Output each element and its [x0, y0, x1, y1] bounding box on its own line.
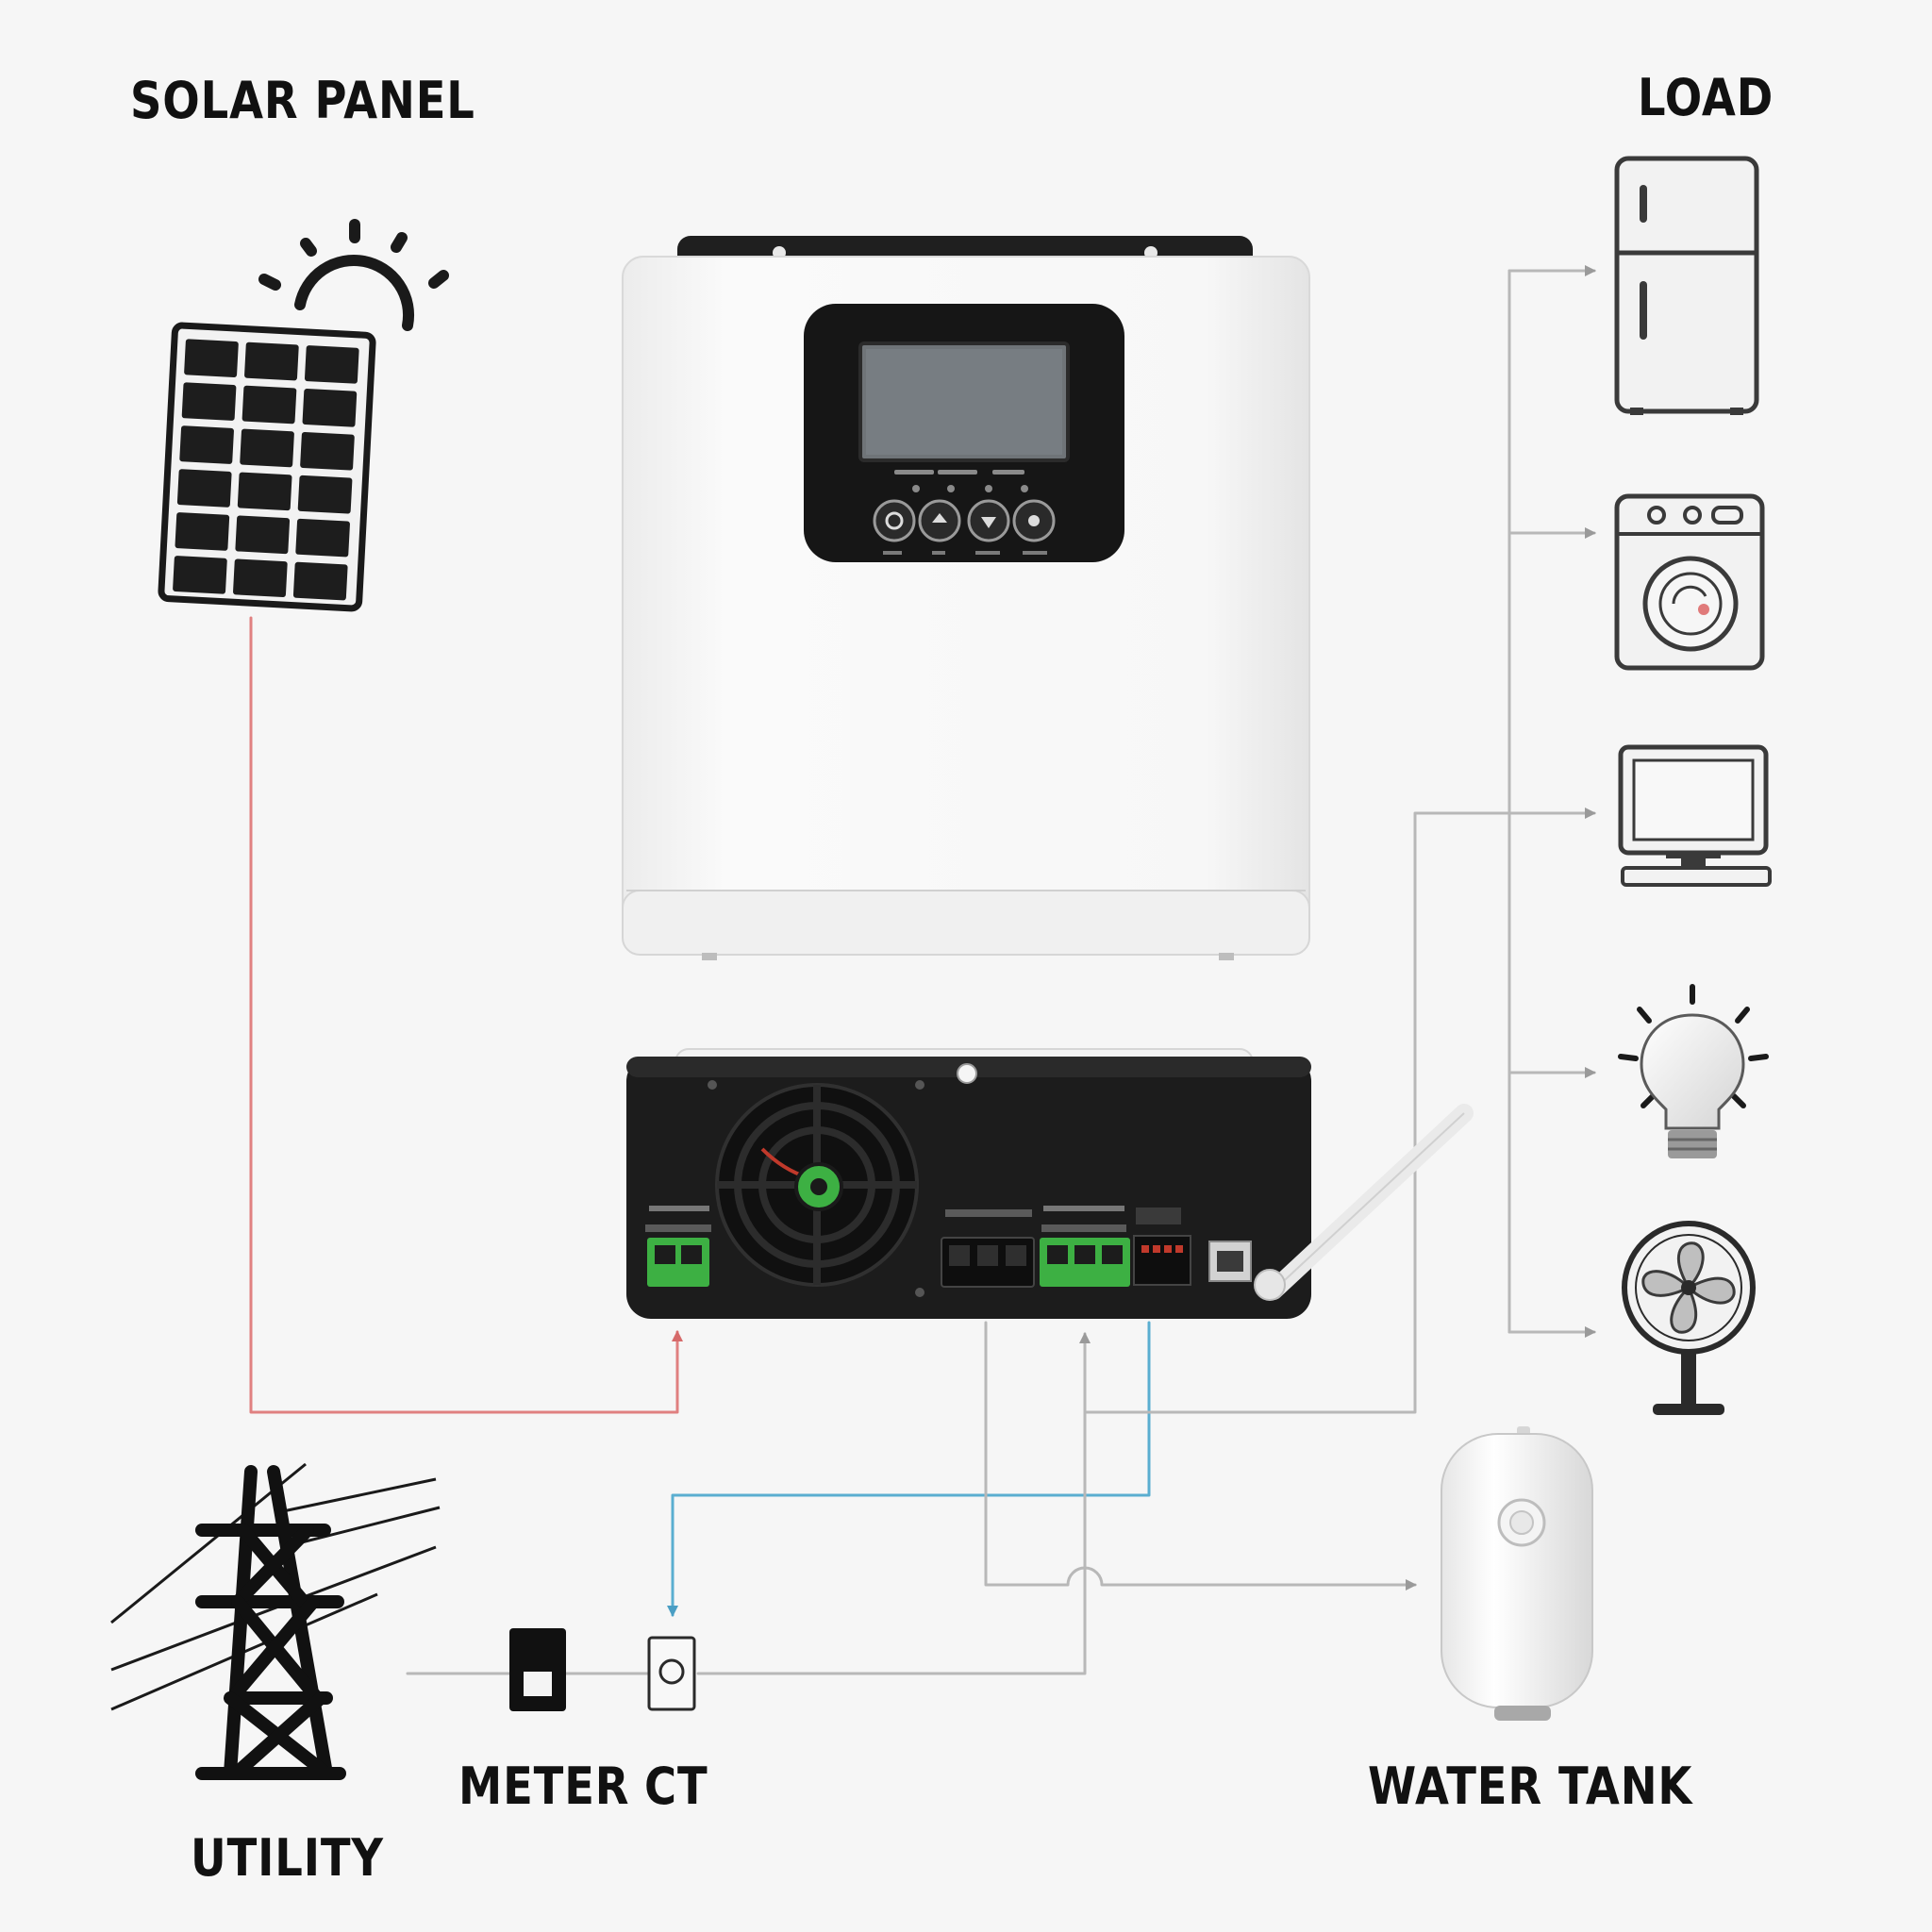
- solar-cell: [175, 512, 230, 551]
- solar-cell: [176, 469, 232, 508]
- solar-cell: [233, 558, 288, 598]
- inverter-unit: [622, 236, 1310, 960]
- power-button[interactable]: [873, 499, 916, 542]
- solar-cell: [300, 431, 355, 471]
- rj45-port: [1208, 1241, 1252, 1282]
- control-buttons: [873, 499, 1056, 542]
- computer-wire: [1083, 808, 1596, 1414]
- solar-cell: [240, 428, 294, 468]
- cooling-fan-icon: [715, 1083, 919, 1287]
- meter-label: METER: [458, 1757, 630, 1816]
- computer-monitor-icon: [1618, 744, 1772, 887]
- pv-wire: [249, 616, 683, 1414]
- ac-output-terminal: [1040, 1206, 1130, 1287]
- electric-meter-icon: [509, 1628, 566, 1711]
- solar-cell: [179, 425, 234, 464]
- solar-cell: [173, 556, 227, 594]
- solar-cell: [184, 339, 239, 377]
- water-tank-label: WATER TANK: [1368, 1757, 1693, 1816]
- power-tower-icon: [110, 1462, 441, 1780]
- wires: [249, 265, 1596, 1675]
- current-transformer-icon: [647, 1636, 696, 1711]
- light-bulb-icon: [1618, 984, 1769, 1158]
- utility-line: [406, 1334, 1085, 1675]
- solar-cell: [295, 518, 350, 558]
- solar-cells: [173, 339, 359, 601]
- ct-signal-wire: [667, 1321, 1151, 1617]
- solar-cell: [244, 341, 299, 381]
- sun-icon: [258, 219, 449, 331]
- solar-cell: [242, 385, 297, 425]
- solar-cell: [181, 382, 237, 421]
- wifi-antenna-icon: [1254, 1104, 1474, 1301]
- water-tank-wire: [984, 1321, 1417, 1591]
- utility-label: UTILITY: [191, 1828, 384, 1888]
- solar-cell: [237, 472, 292, 511]
- washing-machine-icon: [1614, 493, 1765, 671]
- solar-cell: [302, 389, 358, 427]
- solar-cell: [292, 561, 348, 601]
- refrigerator-icon: [1614, 156, 1759, 415]
- solar-panel-icon: [158, 322, 376, 612]
- pv-input-terminal: [645, 1206, 711, 1287]
- indicator-leds: [894, 470, 1028, 492]
- dry-contact-port: [1133, 1208, 1191, 1286]
- connection-panel: [626, 1048, 1474, 1319]
- solar-cell: [235, 515, 291, 555]
- solar-cell: [297, 475, 353, 514]
- ct-label: CT: [644, 1757, 708, 1816]
- ac-breaker-block: [941, 1209, 1035, 1288]
- solar-panel-label: SOLAR PANEL: [130, 71, 475, 130]
- electric-fan-icon: [1622, 1221, 1756, 1415]
- solar-cell: [304, 345, 359, 384]
- load-label: LOAD: [1638, 68, 1774, 127]
- water-heater-tank-icon: [1441, 1426, 1593, 1721]
